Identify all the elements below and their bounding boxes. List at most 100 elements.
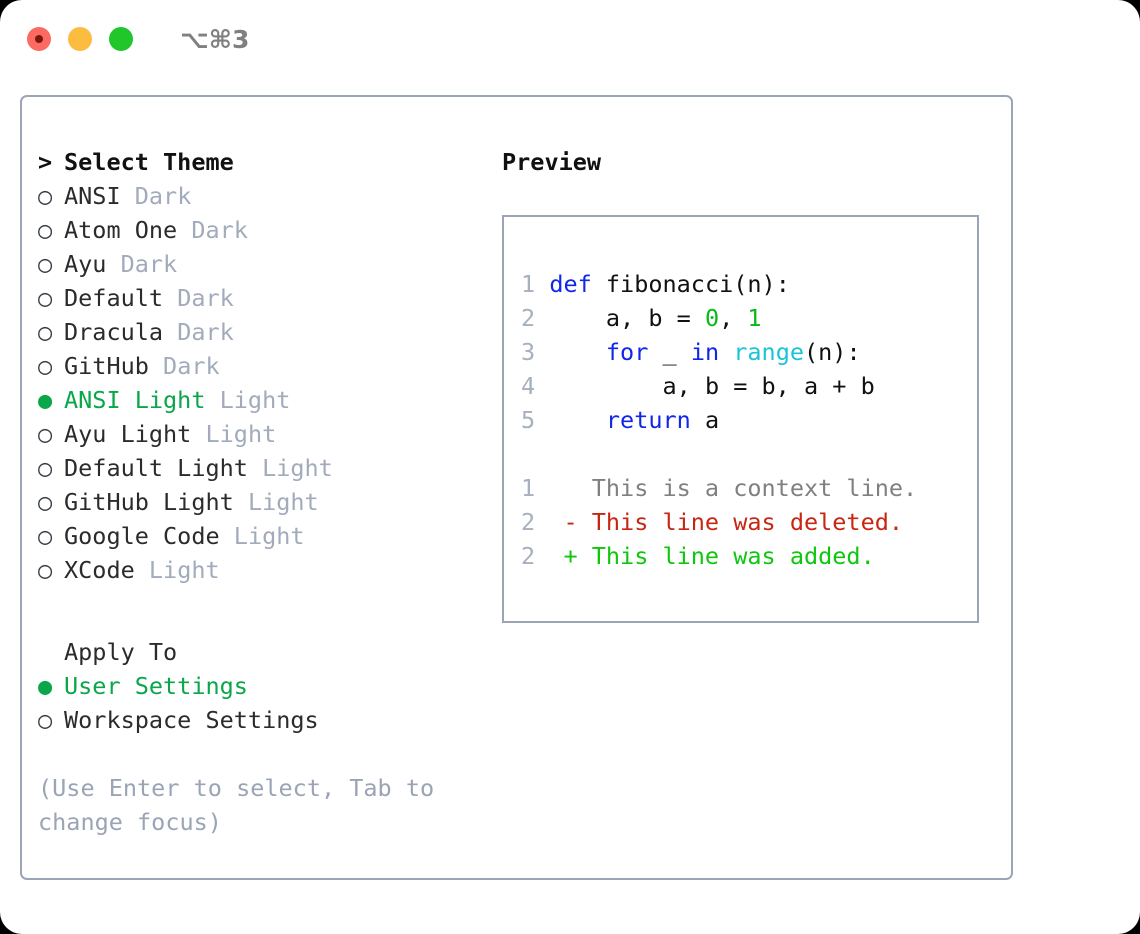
theme-list-item-label: Dracula [64, 318, 164, 346]
code-token: return [605, 406, 691, 434]
code-line-number: 4 [521, 372, 536, 400]
code-token: for [605, 338, 649, 366]
theme-list-item-label: GitHub Light [64, 488, 234, 516]
theme-variant-tag: Light [233, 522, 305, 550]
code-token: a, b = b, a + b [549, 372, 875, 400]
diff-gutter-gap [535, 474, 563, 502]
theme-list-item[interactable]: ○Atom One Dark [38, 213, 498, 247]
theme-list-item-gap [106, 250, 120, 278]
code-line-gutter-gap [535, 304, 549, 332]
theme-variant-tag: Light [247, 488, 319, 516]
radio-unselected-icon[interactable]: ○ [38, 454, 53, 482]
theme-list-item[interactable]: ○ Default Dark [38, 281, 498, 315]
code-token [719, 338, 733, 366]
theme-list-item[interactable]: ○Ayu Dark [38, 247, 498, 281]
theme-list-item[interactable]: ○Dracula Dark [38, 315, 498, 349]
code-token: (n): [804, 338, 861, 366]
maximize-button-icon[interactable] [109, 27, 133, 51]
diff-sign: - [563, 508, 592, 536]
theme-picker-column: > Select Theme ○ANSI Dark○Atom One Dark○… [38, 145, 498, 839]
theme-list-item[interactable]: ○Ayu Light Light [38, 417, 498, 451]
radio-unselected-icon[interactable]: ○ [38, 556, 53, 584]
radio-unselected-icon[interactable]: ○ [38, 284, 53, 312]
theme-list-item[interactable]: ●ANSI Light Light [38, 383, 498, 417]
apply-to-item[interactable]: ●User Settings [38, 669, 498, 703]
code-line: 4 a, b = b, a + b [521, 369, 961, 403]
code-token: in [690, 338, 720, 366]
theme-list: ○ANSI Dark○Atom One Dark○Ayu Dark○Defaul… [38, 179, 498, 587]
radio-unselected-icon[interactable]: ○ [38, 216, 53, 244]
code-token: , [719, 304, 748, 332]
diff-sign: + [563, 542, 592, 570]
apply-to-list: ●User Settings○Workspace Settings [38, 669, 498, 737]
diff-sample: 1 This is a context line.2 - This line w… [521, 471, 961, 573]
radio-unselected-icon[interactable]: ○ [38, 706, 53, 734]
theme-list-item-gap [163, 318, 177, 346]
code-line: 2 a, b = 0, 1 [521, 301, 961, 335]
code-line: 3 for _ in range(n): [521, 335, 961, 369]
diff-line-number: 1 [521, 474, 536, 502]
radio-unselected-icon[interactable]: ○ [38, 182, 53, 210]
preview-column: Preview 1 def fibonacci(n):2 a, b = 0, 1… [502, 145, 992, 623]
radio-unselected-icon[interactable]: ○ [38, 488, 53, 516]
radio-unselected-icon[interactable]: ○ [38, 250, 53, 278]
theme-picker-heading: > Select Theme [38, 145, 498, 179]
theme-list-item-label: Ayu [64, 250, 107, 278]
theme-list-item-gap [149, 352, 163, 380]
theme-list-item-label: Ayu Light [64, 420, 192, 448]
theme-variant-tag: Light [219, 386, 291, 414]
code-line-gutter-gap [535, 338, 549, 366]
diff-line: 2 - This line was deleted. [521, 505, 961, 539]
theme-list-item[interactable]: ○ GitHub Dark [38, 349, 498, 383]
diff-gutter-gap [535, 508, 563, 536]
radio-selected-icon[interactable]: ● [38, 672, 53, 700]
theme-list-item-gap [220, 522, 234, 550]
minimize-button-icon[interactable] [68, 27, 92, 51]
theme-list-item[interactable]: ○ANSI Dark [38, 179, 498, 213]
preview-title: Preview [502, 148, 602, 176]
code-token: 0 [704, 304, 720, 332]
theme-variant-tag: Light [262, 454, 333, 482]
theme-list-item-gap [234, 488, 248, 516]
radio-unselected-icon[interactable]: ○ [38, 522, 53, 550]
diff-gutter-gap [535, 542, 563, 570]
code-token: 1 [747, 304, 762, 332]
code-token [549, 406, 606, 434]
apply-to-item[interactable]: ○Workspace Settings [38, 703, 498, 737]
radio-unselected-icon[interactable]: ○ [38, 352, 53, 380]
theme-variant-tag: Dark [177, 284, 234, 312]
theme-list-item[interactable]: ○ GitHub Light Light [38, 485, 498, 519]
theme-list-item-gap [205, 386, 219, 414]
theme-list-item-label: Default [64, 284, 164, 312]
theme-list-item[interactable]: ○Default Light Light [38, 451, 498, 485]
theme-variant-tag: Dark [163, 352, 220, 380]
code-token: a, b = [549, 304, 705, 332]
apply-to-heading-indent [38, 635, 64, 669]
theme-list-item-label: GitHub [64, 352, 149, 380]
code-token: def [549, 270, 592, 298]
code-token: a [690, 406, 720, 434]
theme-list-item[interactable]: ○ Google Code Light [38, 519, 498, 553]
close-button-icon[interactable] [27, 27, 51, 51]
code-token [549, 338, 606, 366]
theme-list-item-label: Google Code [64, 522, 220, 550]
theme-list-item-gap [248, 454, 262, 482]
radio-unselected-icon[interactable]: ○ [38, 420, 53, 448]
main-panel: > Select Theme ○ANSI Dark○Atom One Dark○… [20, 95, 1013, 880]
diff-line-number: 2 [521, 508, 536, 536]
code-line: 1 def fibonacci(n): [521, 267, 961, 301]
code-line-number: 3 [521, 338, 536, 366]
code-line-number: 1 [521, 270, 536, 298]
diff-line-number: 2 [521, 542, 536, 570]
theme-list-item-gap [191, 420, 205, 448]
keyboard-hint: (Use Enter to select, Tab to change focu… [38, 774, 449, 836]
theme-list-item-gap [177, 216, 191, 244]
radio-unselected-icon[interactable]: ○ [38, 318, 53, 346]
code-token: _ [648, 338, 691, 366]
code-line-gutter-gap [535, 270, 549, 298]
radio-selected-icon[interactable]: ● [38, 386, 53, 414]
theme-list-item[interactable]: ○XCode Light [38, 553, 498, 587]
